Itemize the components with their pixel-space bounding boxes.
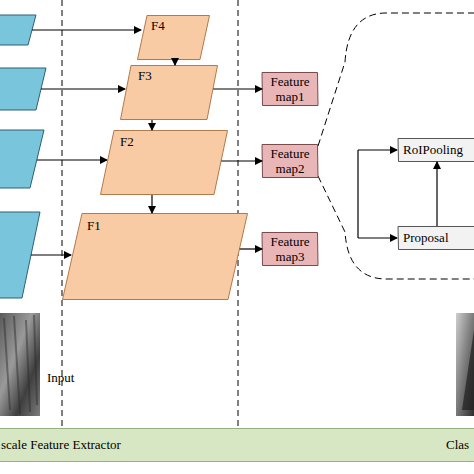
sonar-texture <box>462 330 474 410</box>
node-label: F4 <box>151 18 165 33</box>
input-layer <box>0 130 44 188</box>
flow-arrow <box>151 120 152 130</box>
branch-arrow <box>358 237 397 238</box>
zoom-outline <box>318 13 474 146</box>
process-box: Proposal <box>398 226 474 250</box>
feature-layer-shape <box>121 66 218 120</box>
process-box-shape <box>398 227 474 250</box>
flow-arrow <box>174 60 175 65</box>
feature-map-box-shape <box>262 233 318 266</box>
feature-map-box: Feature map3 <box>262 232 318 266</box>
flow-arrow <box>151 195 152 213</box>
feature-map-box-shape <box>262 145 318 178</box>
sonar-image <box>456 313 474 416</box>
feature-layer-shape <box>138 16 210 60</box>
node-label: Feature map1 <box>262 74 318 104</box>
feature-layer: F1 <box>62 213 248 300</box>
node-label: Feature map3 <box>262 234 318 264</box>
input-layer <box>0 15 36 45</box>
flow-arrow <box>213 88 262 89</box>
node-label: Clas <box>446 437 469 452</box>
feature-layer-shape <box>101 131 228 195</box>
feature-layer: F4 <box>137 15 210 60</box>
node-label: RoIPooling <box>403 142 463 157</box>
input-label: Input <box>47 370 74 385</box>
node-label: Feature map2 <box>262 146 318 176</box>
node-label: F2 <box>120 134 134 149</box>
branch-arrow <box>358 149 397 150</box>
input-arrow <box>31 254 71 255</box>
branch-line <box>357 150 358 238</box>
node-label: F3 <box>138 68 152 83</box>
input-arrow <box>37 159 107 160</box>
feature-map-box: Feature map2 <box>262 144 318 178</box>
feature-layer: F3 <box>120 65 218 120</box>
flow-arrow <box>240 248 262 249</box>
process-box: RoIPooling <box>398 138 474 162</box>
feature-layer-outline <box>137 15 210 60</box>
node-label: scale Feature Extractor <box>1 437 121 452</box>
stage-band: scale Feature Extractor Clas <box>0 428 474 462</box>
sonar-texture <box>4 315 37 414</box>
input-layer <box>0 68 46 110</box>
process-box-shape <box>398 139 474 162</box>
sonar-image <box>0 313 40 416</box>
section-divider <box>62 0 63 428</box>
stage-band-shape <box>0 429 474 462</box>
feature-map-box-shape <box>262 73 318 106</box>
feature-layer-outline <box>100 130 228 195</box>
feature-layer: F2 <box>100 130 228 195</box>
feature-layer-shape <box>63 214 248 300</box>
feature-map-box: Feature map1 <box>262 72 318 106</box>
node-label: Proposal <box>403 230 449 245</box>
feature-layer-outline <box>120 65 218 120</box>
input-arrow <box>32 29 141 30</box>
flow-arrow <box>221 160 262 161</box>
node-label: F1 <box>87 218 101 233</box>
input-arrow <box>41 88 125 89</box>
flow-arrow <box>436 162 437 226</box>
